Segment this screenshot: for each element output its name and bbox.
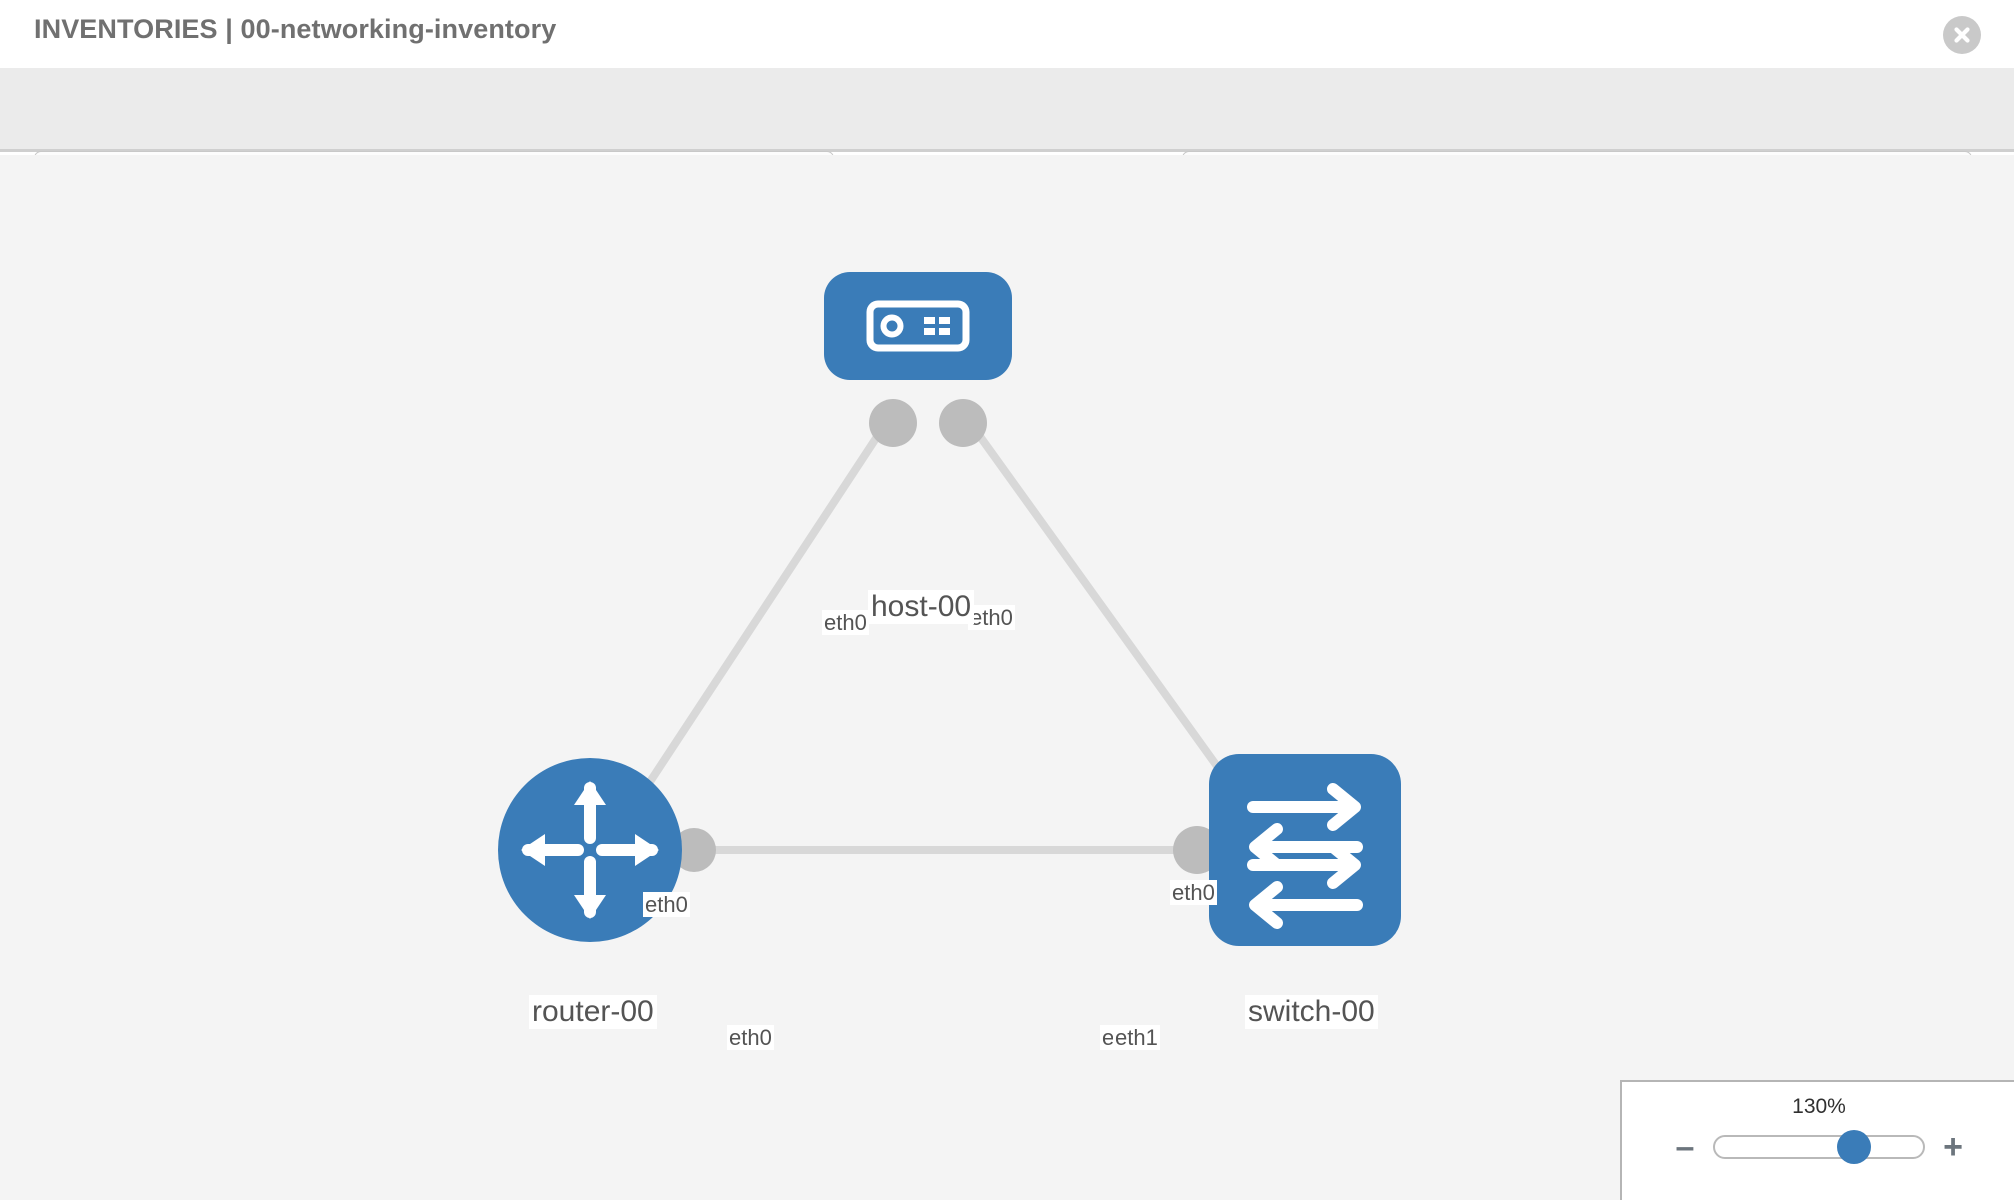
edge-label-router-right: eth0 [727,1025,774,1051]
edge-label-switch-up: eth0 [1170,880,1217,906]
port-router-right [672,828,716,872]
topology-canvas[interactable]: eth0 eth0 host-00 eth0 eth0 eth0 eth eth… [0,155,2014,1200]
edge-host-switch [962,414,1236,790]
node-label-host-00: host-00 [868,590,975,624]
zoom-level-value: 130% [1792,1095,1846,1118]
zoom-in-button[interactable]: + [1943,1128,1963,1166]
node-label-switch-00: switch-00 [1245,995,1378,1029]
port-host-left [869,399,917,447]
edge-host-router [632,414,894,806]
topology-edges [632,414,1240,854]
edge-label-host-left: eth0 [822,610,869,636]
close-icon[interactable] [1943,16,1981,54]
zoom-control-panel: 130% – + [1620,1080,2014,1200]
node-host-00 [824,272,1012,380]
port-host-right [939,399,987,447]
zoom-slider-thumb[interactable] [1837,1130,1872,1164]
page-header: INVENTORIES | 00-networking-inventory [0,0,2014,68]
node-switch-00 [1209,754,1401,946]
edge-label-router-up: eth0 [643,892,690,918]
node-label-router-00: router-00 [529,995,657,1029]
page-title: INVENTORIES | 00-networking-inventory [34,14,557,44]
edge-label-host-right: eth0 [968,605,1015,631]
toolbar: ACTIONS SEARCH [0,68,2014,206]
edge-label-switch-left-b: eth1 [1113,1025,1160,1051]
zoom-slider-track[interactable] [1713,1130,1925,1164]
topology-ports [672,399,1259,874]
node-router-00 [498,758,682,942]
zoom-out-button[interactable]: – [1675,1128,1695,1166]
